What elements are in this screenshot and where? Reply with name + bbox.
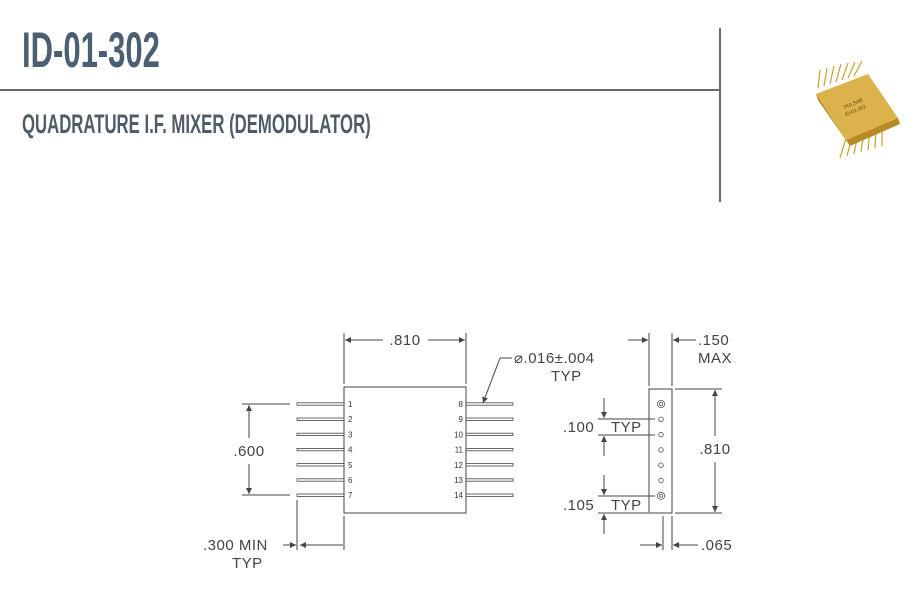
lead-left (296, 447, 345, 452)
product-image: PULSAR ID-01-302 (816, 60, 900, 159)
package-top-view (343, 386, 467, 514)
lead-right (465, 402, 514, 406)
pin-spec-label: ⌀.016±.004 (514, 350, 595, 367)
edge-label: .105 (563, 497, 594, 514)
package-side-view (648, 388, 673, 514)
pin-number: 3 (348, 430, 353, 439)
lead-left (296, 493, 345, 497)
pin-number: 10 (454, 430, 463, 439)
thickness-label: .065 (701, 537, 732, 554)
pin-number: 4 (348, 446, 353, 455)
header-divider (0, 89, 720, 91)
page-title: ID-01-302 (22, 22, 160, 78)
side-length-label: .810 (699, 441, 730, 458)
pin-hole (658, 477, 664, 484)
package-leads (296, 402, 514, 497)
pitch-typ: TYP (611, 419, 642, 436)
pin-spec-leader (482, 357, 501, 404)
pin-number: 9 (459, 415, 464, 424)
pin-number: 11 (455, 446, 464, 455)
lead-left (296, 463, 345, 467)
lead-right (465, 447, 514, 452)
pin-number: 5 (348, 461, 353, 470)
chip-leads-top (817, 60, 863, 89)
pin-hole-inner (659, 493, 664, 498)
pin-number: 8 (459, 400, 464, 409)
pin-hole-inner (659, 401, 664, 406)
pin-hole (657, 399, 666, 408)
pitch-span-label: .600 (233, 443, 264, 460)
lead-left (296, 432, 345, 437)
lead-left (296, 478, 345, 482)
pin-number: 2 (348, 415, 353, 424)
lead-right (465, 478, 514, 482)
pin-hole (658, 447, 664, 453)
pin-hole (657, 491, 666, 500)
pin-hole (658, 462, 664, 468)
pin-number: 12 (454, 461, 463, 470)
chip-body-top (816, 74, 898, 140)
page-subtitle: QUADRATURE I.F. MIXER (DEMODULATOR) (22, 109, 371, 139)
pin-number: 14 (454, 491, 463, 500)
edge-typ: TYP (611, 497, 642, 514)
side-view-pin-holes (657, 399, 666, 500)
lead-right (465, 463, 514, 467)
pin-number: 6 (348, 476, 353, 485)
height-label: .150 (698, 332, 729, 349)
height-max: MAX (698, 350, 732, 367)
pin-number: 1 (348, 400, 353, 409)
lead-length-typ: TYP (232, 555, 263, 572)
pin-number: 13 (454, 476, 463, 485)
lead-left (296, 402, 345, 406)
chip-body-front (846, 118, 900, 146)
header-vertical-divider (719, 28, 721, 202)
pin-hole (658, 416, 664, 422)
lead-right (465, 432, 514, 437)
pin-number: 7 (348, 491, 353, 500)
lead-right (465, 417, 514, 421)
lead-right (465, 493, 514, 497)
pin-spec-typ: TYP (551, 368, 582, 385)
lead-left (296, 417, 345, 421)
width-label: .810 (389, 332, 420, 349)
pin-hole (658, 431, 664, 438)
lead-length-label: .300 MIN (203, 537, 268, 554)
pitch-label: .100 (563, 419, 594, 436)
